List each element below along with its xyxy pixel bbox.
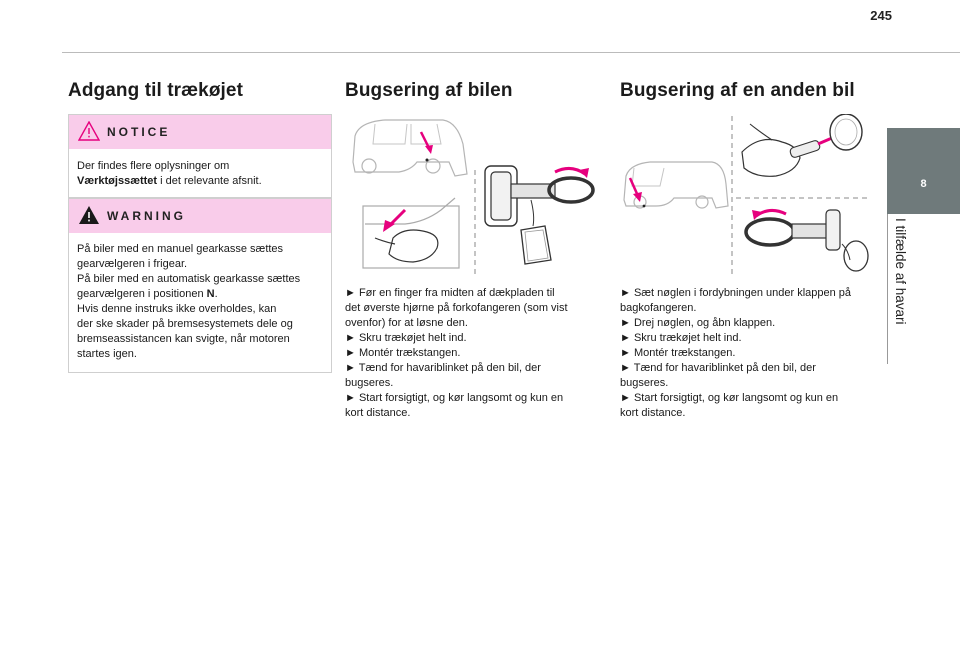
chapter-number: 8 xyxy=(920,178,927,190)
step-line: ► Sæt nøglen i fordybningen under klappe… xyxy=(620,287,852,299)
warning-line: der ske skader på bremsesystemets dele o… xyxy=(77,318,293,330)
warning-body: På biler med en manuel gearkasse sættes … xyxy=(69,233,331,372)
warning-line: bremseassistancen kan svigte, når motore… xyxy=(77,333,290,345)
chapter-title: I tilfælde af havari xyxy=(893,218,910,358)
step-line: ► Drej nøglen, og åbn klappen. xyxy=(620,317,776,329)
warning-outline-icon xyxy=(78,121,100,141)
notice-text-line1: Der findes flere oplysninger om xyxy=(77,160,230,172)
chapter-tab[interactable]: 8 xyxy=(887,128,960,214)
warning-line: gearvælgeren i frigear. xyxy=(77,258,188,270)
step-line: bugseres. xyxy=(620,377,669,389)
warning-line: Hvis denne instruks ikke overholdes, kan xyxy=(77,303,277,315)
step-line: ► Tænd for havariblinket på den bil, der xyxy=(620,362,816,374)
section-title: Bugsering af en anden bil xyxy=(620,80,855,101)
notice-header: NOTICE xyxy=(69,115,331,149)
step-line: ► Før en finger fra midten af dækpladen … xyxy=(345,287,555,299)
notice-box: NOTICE Der findes flere oplysninger om V… xyxy=(68,114,332,198)
warning-line-position: gearvælgeren i positionen N. xyxy=(77,287,323,302)
warning-line: startes igen. xyxy=(77,348,137,360)
warning-label: WARNING xyxy=(107,209,186,223)
notice-bold-term: Værktøjssættet xyxy=(77,175,158,187)
warning-filled-icon xyxy=(79,206,99,224)
step-line: ► Montér trækstangen. xyxy=(620,347,736,359)
step-line: ► Skru trækøjet helt ind. xyxy=(345,332,467,344)
warning-pos-tail: . xyxy=(214,288,218,300)
step-line: bagkofangeren. xyxy=(620,302,697,314)
step-line: ► Montér trækstangen. xyxy=(345,347,461,359)
warning-pos-text: gearvælgeren i positionen xyxy=(77,288,207,300)
warning-pos-bold: N xyxy=(206,288,215,300)
steps-list: ► Sæt nøglen i fordybningen under klappe… xyxy=(620,286,875,421)
header-rule xyxy=(62,52,960,53)
front-towing-illustration xyxy=(352,119,595,274)
step-line: ► Start forsigtigt, og kør langsomt og k… xyxy=(345,392,564,404)
warning-line: På biler med en automatisk gearkasse sæt… xyxy=(77,273,301,285)
warning-line: På biler med en manuel gearkasse sættes xyxy=(77,243,284,255)
step-line: ► Skru trækøjet helt ind. xyxy=(620,332,742,344)
chapter-title-text: I tilfælde af havari xyxy=(893,218,908,325)
steps-list: ► Før en finger fra midten af dækpladen … xyxy=(345,286,590,421)
step-line: ovenfor) for at løsne den. xyxy=(345,317,468,329)
notice-label: NOTICE xyxy=(107,125,171,139)
chapter-divider xyxy=(887,214,888,364)
step-line: kort distance. xyxy=(345,407,411,419)
notice-text-line2: Værktøjssættet i det relevante afsnit. xyxy=(77,174,323,189)
warning-box: WARNING På biler med en manuel gearkasse… xyxy=(68,198,332,373)
step-line: det øverste hjørne på forkofangeren (som… xyxy=(345,302,568,314)
warning-header: WARNING xyxy=(69,199,331,233)
step-line: ► Start forsigtigt, og kør langsomt og k… xyxy=(620,392,839,404)
section-title: Bugsering af bilen xyxy=(345,80,513,101)
column-towing-eye-access: Adgang til trækøjet NOTICE Der findes fl… xyxy=(68,80,332,373)
step-line: kort distance. xyxy=(620,407,686,419)
section-title: Adgang til trækøjet xyxy=(68,80,244,101)
column-towing-own-car: Bugsering af bilen ► Før en finger fra xyxy=(345,80,595,419)
notice-body: Der findes flere oplysninger om Værktøjs… xyxy=(69,149,331,197)
page-number: 245 xyxy=(870,8,892,23)
step-line: bugseres. xyxy=(345,377,394,389)
notice-text-tail: i det relevante afsnit. xyxy=(157,175,262,187)
step-line: ► Tænd for havariblinket på den bil, der xyxy=(345,362,541,374)
rear-towing-illustration xyxy=(623,114,870,276)
column-towing-other-car: Bugsering af en anden bil ► Sæt nøglen i… xyxy=(620,80,880,419)
